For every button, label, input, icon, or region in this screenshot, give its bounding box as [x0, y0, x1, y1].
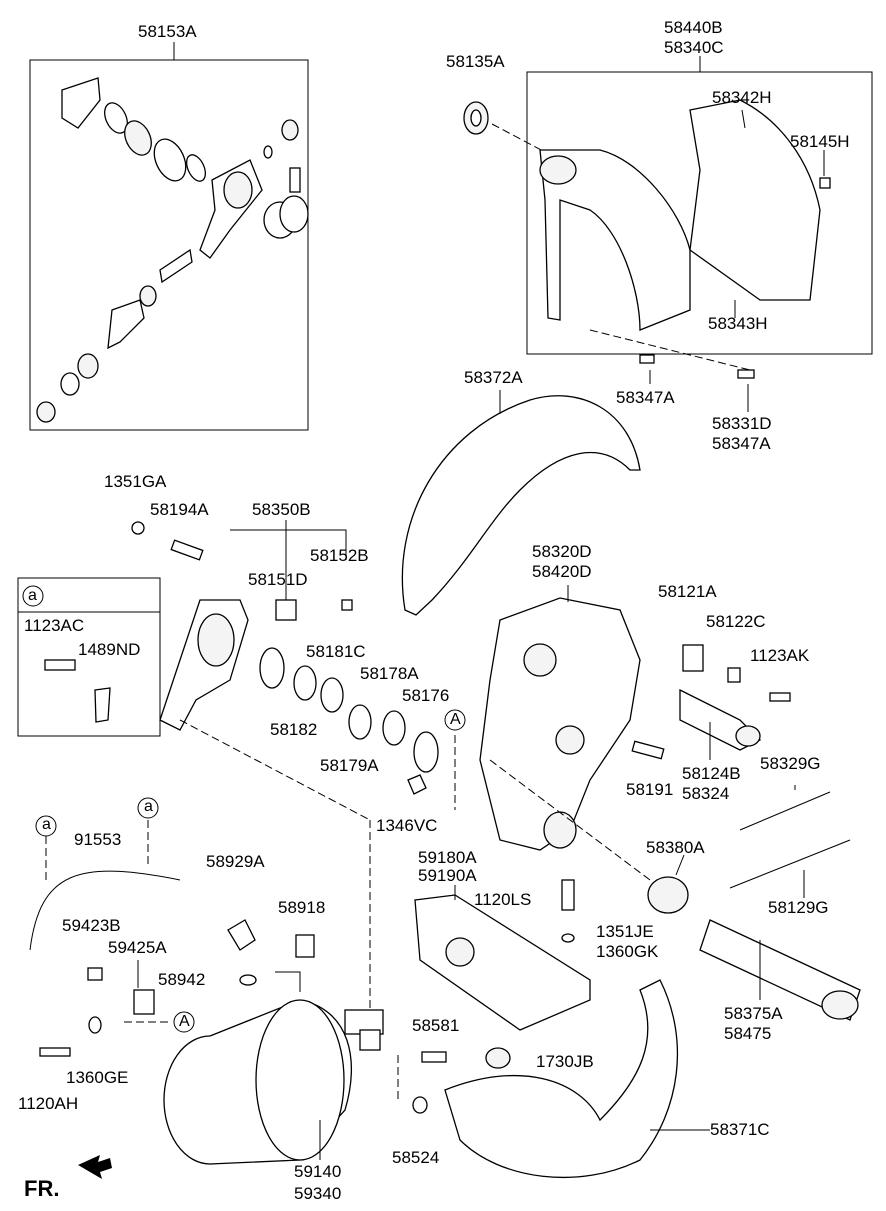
inset-a-frame — [17, 577, 161, 737]
label-58191: 58191 — [626, 780, 674, 799]
label-58181C: 58181C — [306, 642, 366, 661]
label-59425A: 59425A — [108, 938, 167, 957]
label-91553: 91553 — [74, 830, 122, 849]
label-58929A: 58929A — [206, 852, 265, 871]
spider-bracket-58320D — [479, 597, 641, 851]
label-58343H: 58343H — [708, 314, 768, 333]
label-58320D: 58320D — [532, 542, 592, 561]
label-ref-a-1: a — [42, 816, 51, 833]
label-ref-A: A — [450, 711, 461, 728]
label-59140: 59140 — [294, 1162, 342, 1181]
label-1351JE: 1351JE — [596, 922, 654, 941]
label-58135A: 58135A — [446, 52, 505, 71]
label-1360GK: 1360GK — [596, 942, 659, 961]
bolt-1123AK — [769, 692, 791, 702]
brake-chamber-59140 — [163, 999, 384, 1165]
label-58324: 58324 — [682, 784, 730, 803]
label-58152B: 58152B — [310, 546, 369, 565]
label-1346VC: 1346VC — [376, 816, 438, 835]
front-direction-label: FR. — [24, 1176, 60, 1201]
label-1120LS: 1120LS — [474, 890, 532, 909]
label-1351GA: 1351GA — [104, 472, 167, 491]
label-58581: 58581 — [412, 1016, 460, 1035]
label-59340: 59340 — [294, 1184, 342, 1203]
label-58371C: 58371C — [710, 1120, 770, 1139]
label-59180A: 59180A — [418, 848, 477, 867]
kit-58153A-frame — [29, 59, 309, 431]
dust-shield-58371C — [444, 979, 679, 1179]
label-1489ND: 1489ND — [78, 640, 141, 659]
label-58340C: 58340C — [664, 38, 724, 57]
label-58372A: 58372A — [464, 368, 523, 387]
label-58380A: 58380A — [646, 838, 705, 857]
label-58375A: 58375A — [724, 1004, 783, 1023]
camshaft-58375A — [699, 919, 861, 1021]
label-58942: 58942 — [158, 970, 206, 989]
label-58151D: 58151D — [248, 570, 308, 589]
label-1360GE: 1360GE — [66, 1068, 129, 1087]
label-ref-A-2: A — [179, 1013, 190, 1030]
slack-adjuster-kit-parts — [36, 77, 309, 423]
label-58129G: 58129G — [768, 898, 829, 917]
label-58524: 58524 — [392, 1148, 440, 1167]
label-58342H: 58342H — [712, 88, 772, 107]
label-1120AH: 1120AH — [18, 1094, 79, 1113]
label-inset-a: a — [28, 587, 37, 604]
hose-91553 — [29, 870, 181, 951]
spring-58129G — [729, 839, 851, 889]
label-58347A: 58347A — [616, 388, 675, 407]
front-arrow-icon — [78, 1155, 112, 1179]
label-1123AK: 1123AK — [750, 646, 810, 665]
label-58194A: 58194A — [150, 500, 209, 519]
mounting-plate-59180A — [414, 894, 591, 1031]
washer-58182 — [259, 647, 285, 689]
label-58440B: 58440B — [664, 18, 723, 37]
label-59190A: 59190A — [418, 866, 477, 885]
label-58182: 58182 — [270, 720, 318, 739]
dust-shield-58372A — [401, 395, 641, 616]
label-58124B: 58124B — [682, 764, 741, 783]
label-1730JB: 1730JB — [536, 1052, 594, 1071]
label-58918: 58918 — [278, 898, 326, 917]
label-58475: 58475 — [724, 1024, 772, 1043]
label-58153A: 58153A — [138, 22, 197, 41]
slack-adjuster-58350B — [159, 599, 249, 731]
label-58331D: 58331D — [712, 414, 772, 433]
label-58121A: 58121A — [658, 582, 717, 601]
label-58122C: 58122C — [706, 612, 766, 631]
bracket-58121A — [682, 644, 704, 672]
label-ref-a-2: a — [144, 798, 153, 815]
roller-58380A — [647, 876, 689, 914]
label-58176: 58176 — [402, 686, 450, 705]
label-59423B: 59423B — [62, 916, 121, 935]
label-1123AC: 1123AC — [24, 616, 85, 635]
label-58347A-second: 58347A — [712, 434, 771, 453]
brake-shoe-lining-parts — [463, 99, 831, 412]
label-58179A: 58179A — [320, 756, 379, 775]
label-58178A: 58178A — [360, 664, 419, 683]
label-58350B: 58350B — [252, 500, 311, 519]
spring-58329G — [739, 791, 831, 831]
clip-58122C — [727, 667, 741, 683]
label-58329G: 58329G — [760, 754, 821, 773]
label-58420D: 58420D — [532, 562, 592, 581]
label-58145H: 58145H — [790, 132, 850, 151]
